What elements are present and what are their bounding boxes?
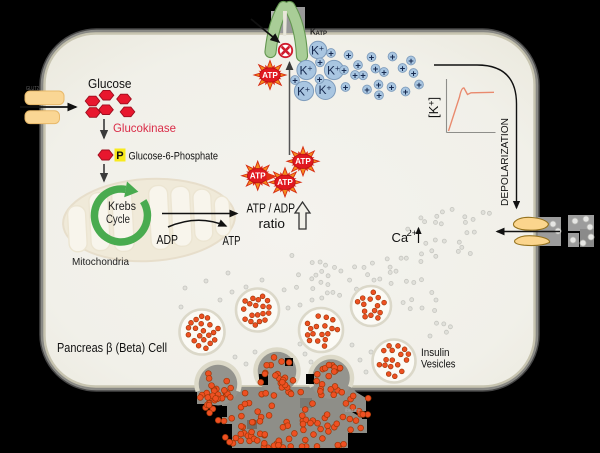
- svg-text:+: +: [369, 52, 375, 63]
- svg-text:+: +: [364, 85, 370, 96]
- svg-text:+: +: [408, 56, 414, 67]
- svg-text:ATP: ATP: [223, 234, 241, 248]
- svg-text:[K+]: [K+]: [426, 97, 441, 118]
- svg-text:+: +: [416, 80, 422, 91]
- svg-text:ATP: ATP: [277, 178, 293, 187]
- svg-text:Krebs: Krebs: [108, 201, 136, 213]
- svg-text:Vesicles: Vesicles: [421, 359, 456, 371]
- svg-text:ratio: ratio: [259, 217, 286, 231]
- svg-text:Glucokinase: Glucokinase: [113, 121, 176, 135]
- svg-text:Cycle: Cycle: [106, 214, 130, 226]
- svg-text:2+: 2+: [407, 228, 418, 239]
- svg-text:iberary: iberary: [345, 408, 361, 414]
- svg-text:+: +: [355, 60, 361, 71]
- svg-text:P: P: [116, 150, 123, 162]
- svg-text:ATP / ADP: ATP / ADP: [247, 202, 296, 216]
- svg-text:Glucose: Glucose: [88, 77, 132, 91]
- svg-text:+: +: [376, 91, 382, 102]
- svg-text:+: +: [292, 75, 298, 86]
- svg-text:+: +: [328, 48, 334, 59]
- svg-text:+: +: [317, 74, 323, 85]
- svg-text:Ca: Ca: [392, 230, 409, 245]
- svg-text:+: +: [346, 50, 352, 61]
- svg-text:ATP: ATP: [262, 71, 278, 80]
- svg-text:Glucose-6-Phosphate: Glucose-6-Phosphate: [129, 151, 219, 163]
- svg-text:+: +: [360, 71, 366, 82]
- svg-text:Pancreas β (Beta) Cell: Pancreas β (Beta) Cell: [57, 341, 167, 355]
- svg-text:+: +: [389, 82, 395, 93]
- svg-text:Insulin: Insulin: [421, 347, 450, 359]
- svg-text:ATP: ATP: [316, 31, 328, 37]
- svg-text:Mitochondria: Mitochondria: [72, 256, 129, 268]
- svg-text:+: +: [403, 87, 409, 98]
- svg-text:DEPOLARIZATION: DEPOLARIZATION: [499, 118, 511, 206]
- svg-text:+: +: [376, 80, 382, 91]
- svg-text:ADP: ADP: [157, 233, 179, 247]
- svg-text:+: +: [341, 65, 347, 76]
- svg-text:+: +: [373, 64, 379, 75]
- svg-text:+: +: [400, 63, 406, 74]
- svg-text:+: +: [352, 70, 358, 81]
- svg-text:+: +: [343, 82, 349, 93]
- svg-text:ATP: ATP: [250, 172, 266, 181]
- svg-text:ATP: ATP: [295, 157, 311, 166]
- svg-text:+: +: [390, 52, 396, 63]
- svg-text:+: +: [317, 58, 323, 69]
- svg-text:GLUT2: GLUT2: [26, 86, 39, 92]
- svg-text:K: K: [310, 28, 316, 37]
- svg-text:+: +: [381, 67, 387, 78]
- svg-text:+: +: [411, 68, 417, 79]
